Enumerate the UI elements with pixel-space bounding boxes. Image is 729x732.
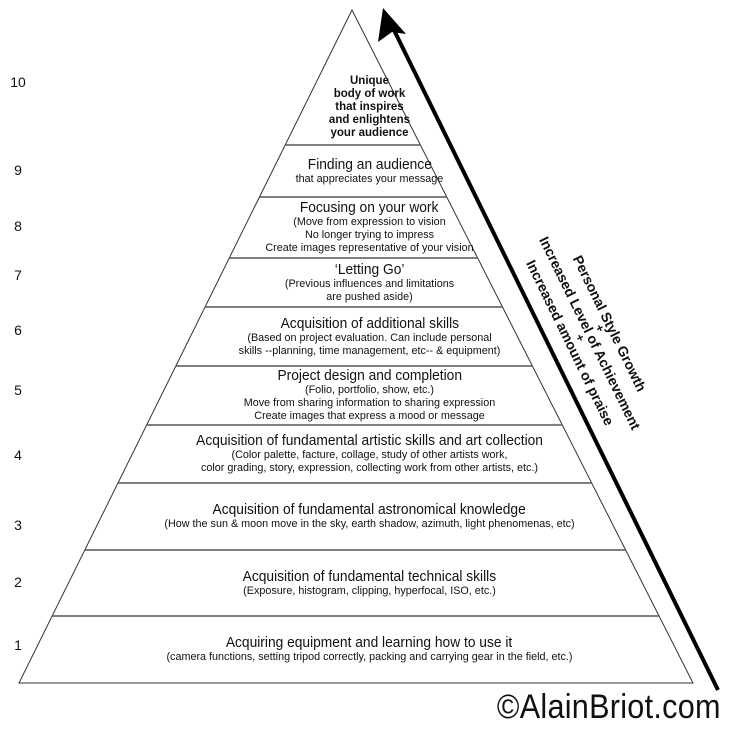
level-title: Acquisition of fundamental technical ski… (242, 568, 497, 585)
level-description: that appreciates your message (295, 172, 444, 185)
pyramid-level-3: Acquisition of fundamental astronomical … (0, 483, 729, 550)
level-description: color grading, story, expression, collec… (200, 462, 539, 474)
level-description: (Based on project evaluation. Can includ… (247, 331, 492, 344)
level-number: 10 (10, 74, 26, 90)
level-text: Acquisition of fundamental technical ski… (236, 569, 503, 598)
level-number: 8 (14, 218, 22, 234)
level-description: body of work (333, 88, 406, 100)
level-description: are pushed aside) (326, 290, 413, 303)
level-text: Acquisition of additional skills(Based o… (239, 316, 501, 358)
level-text: Focusing on your work(Move from expressi… (265, 200, 473, 255)
level-description: (Previous influences and limitations (284, 277, 455, 290)
level-number: 1 (14, 637, 22, 653)
pyramid-level-6: Acquisition of additional skills(Based o… (0, 307, 729, 366)
level-description: (Exposure, histogram, clipping, hyperfoc… (243, 584, 496, 597)
level-description: (Move from expression to vision (293, 216, 446, 228)
level-text: Project design and completion(Folio, por… (244, 368, 495, 423)
level-description: and enlightens (328, 114, 411, 126)
pyramid-outline (18, 8, 694, 684)
level-title: Acquiring equipment and learning how to … (226, 635, 513, 651)
level-description: that inspires (335, 101, 404, 113)
level-description: No longer trying to impress (304, 229, 434, 241)
level-title: Project design and completion (277, 368, 462, 384)
level-title: Focusing on your work (300, 200, 439, 216)
pyramid-level-4: Acquisition of fundamental artistic skil… (0, 425, 729, 483)
level-text: Acquisition of fundamental artistic skil… (187, 433, 552, 475)
level-number: 4 (14, 447, 22, 463)
copyright-text: ©AlainBriot.com (497, 688, 721, 726)
level-text: Acquisition of fundamental astronomical … (164, 502, 574, 531)
level-description: (How the sun & moon move in the sky, ear… (164, 518, 575, 530)
level-number: 5 (14, 382, 22, 398)
level-description: skills --planning, time management, etc-… (238, 344, 501, 357)
level-description: Unique (350, 75, 389, 87)
pyramid-level-2: Acquisition of fundamental technical ski… (0, 550, 729, 616)
level-number: 6 (14, 322, 22, 338)
level-text: Acquiring equipment and learning how to … (166, 635, 572, 664)
pyramid-level-7: ‘Letting Go’(Previous influences and lim… (0, 258, 729, 307)
pyramid-level-5: Project design and completion(Folio, por… (0, 366, 729, 425)
level-number: 3 (14, 517, 22, 533)
level-description: your audience (330, 127, 409, 139)
level-description: Create images representative of your vis… (265, 242, 474, 254)
level-number: 7 (14, 267, 22, 283)
pyramid-level-8: Focusing on your work(Move from expressi… (0, 197, 729, 258)
growth-arrow-head (378, 8, 406, 42)
level-title: Acquisition of fundamental artistic skil… (196, 433, 543, 449)
level-description: (camera functions, setting tripod correc… (166, 651, 573, 663)
level-description: (Folio, portfolio, show, etc.) (304, 384, 434, 396)
level-title: ‘Letting Go’ (334, 261, 405, 278)
pyramid-level-1: Acquiring equipment and learning how to … (0, 616, 729, 683)
level-number: 2 (14, 574, 22, 590)
level-description: Create images that express a mood or mes… (254, 410, 485, 422)
level-number: 9 (14, 162, 22, 178)
growth-arrow-shaft (390, 25, 720, 691)
level-title: Finding an audience (307, 156, 432, 173)
level-text: ‘Letting Go’(Previous influences and lim… (285, 262, 454, 304)
level-title: Acquisition of fundamental astronomical … (212, 502, 527, 518)
level-description: (Color palette, facture, collage, study … (231, 449, 508, 461)
level-description: Move from sharing information to sharing… (243, 397, 496, 409)
level-title: Acquisition of additional skills (280, 315, 459, 332)
